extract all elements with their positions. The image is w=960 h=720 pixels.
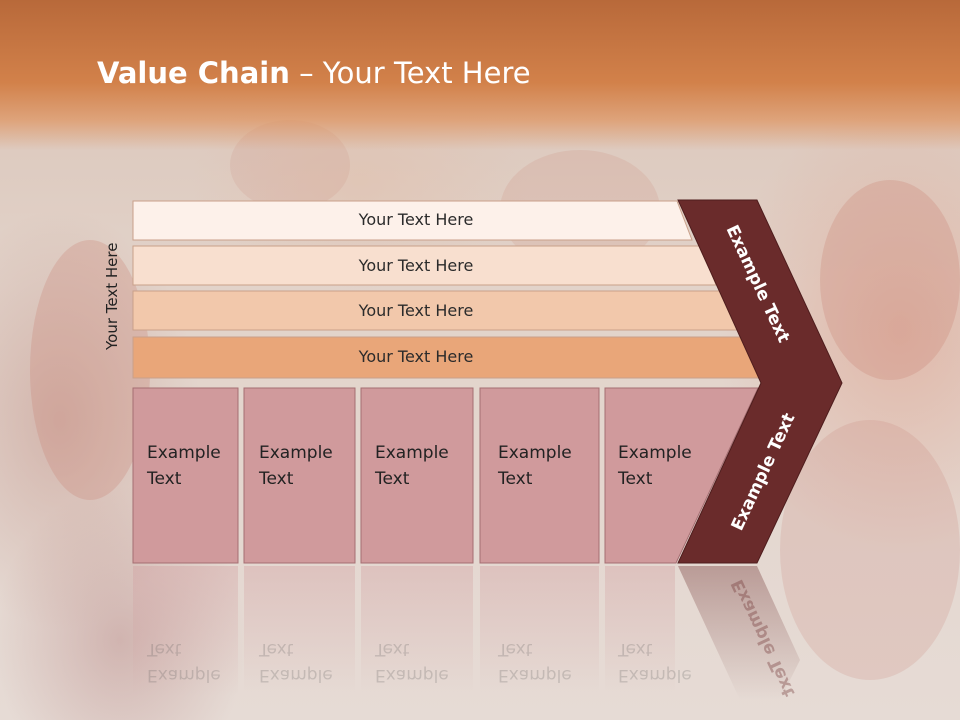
column-text-4-line1: Example [498, 443, 572, 463]
chevron-arrow [677, 199, 843, 564]
column-text-4-line2: Text [498, 469, 533, 489]
column-reflection-4 [480, 566, 599, 696]
column-text-1-line2: Text [147, 469, 182, 489]
column-reflection-2 [244, 566, 355, 696]
slide-title: Value Chain – Your Text Here [97, 56, 531, 90]
row-band-1 [132, 200, 693, 241]
row-label-2: Your Text Here [358, 256, 474, 275]
column-text-5-line1: Example [618, 443, 692, 463]
column-reflect-text-4-line2: Text [498, 639, 533, 659]
column-reflection-5 [605, 566, 675, 696]
row-label-3: Your Text Here [358, 301, 474, 320]
chevron-reflection [678, 566, 800, 700]
column-reflect-text-2-line2: Text [259, 639, 294, 659]
column-text-2-line1: Example [259, 443, 333, 463]
column-text-2-line2: Text [259, 469, 294, 489]
column-reflect-text-1: Example Text [147, 636, 247, 688]
column-reflection-3 [361, 566, 473, 696]
column-text-1-line1: Example [147, 443, 221, 463]
column-text-3-line1: Example [375, 443, 449, 463]
column-reflect-text-5: Example Text [618, 636, 718, 688]
column-cell-1 [132, 387, 239, 564]
column-reflect-text-3-line2: Text [375, 639, 410, 659]
row-label-1: Your Text Here [358, 210, 474, 229]
column-reflection-1 [133, 566, 238, 696]
column-text-5-line2: Text [618, 469, 653, 489]
column-reflect-text-5-line2: Text [618, 639, 653, 659]
column-text-3-line2: Text [375, 469, 410, 489]
header-band [0, 0, 960, 150]
title-rest: – Your Text Here [289, 56, 531, 90]
column-cell-4 [479, 387, 600, 564]
column-cell-5 [604, 387, 759, 564]
column-reflect-text-1-line2: Text [147, 639, 182, 659]
title-bold: Value Chain [97, 56, 290, 90]
row-label-4: Your Text Here [358, 347, 474, 366]
column-cell-3 [360, 387, 474, 564]
column-reflect-text-4: Example Text [498, 636, 598, 688]
column-reflect-text-2: Example Text [259, 636, 359, 688]
row-band-2 [132, 245, 717, 286]
column-reflect-text-2-line1: Example [259, 665, 333, 685]
column-reflect-text-4-line1: Example [498, 665, 572, 685]
column-reflect-text-1-line1: Example [147, 665, 221, 685]
column-cell-2 [243, 387, 356, 564]
column-reflect-text-3-line1: Example [375, 665, 449, 685]
column-reflect-text-5-line1: Example [618, 665, 692, 685]
column-reflect-text-3: Example Text [375, 636, 475, 688]
